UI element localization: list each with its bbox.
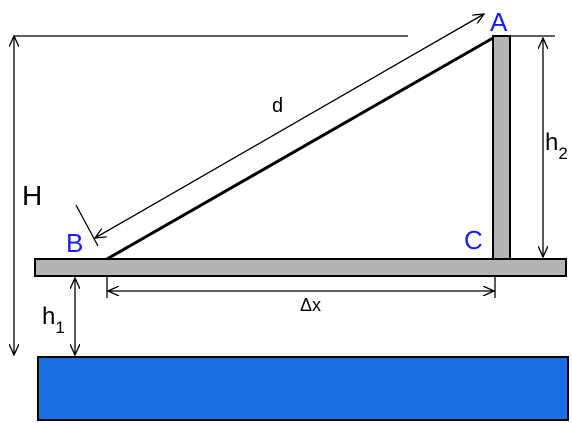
label-big-h: H xyxy=(22,180,42,211)
label-h1-subscript: 1 xyxy=(55,318,64,337)
horizontal-platform xyxy=(34,258,567,277)
water-body xyxy=(37,356,569,421)
label-h1-base: h xyxy=(42,303,55,330)
ramp-line xyxy=(106,36,494,261)
d-extension-b xyxy=(75,204,99,247)
label-h1: h1 xyxy=(42,303,65,337)
label-h2-subscript: 2 xyxy=(558,144,567,163)
label-delta-x: Δx xyxy=(300,295,321,315)
point-label-b: B xyxy=(66,228,83,258)
label-h2: h2 xyxy=(545,129,568,163)
d-arrow xyxy=(95,14,484,238)
point-label-a: A xyxy=(490,7,508,37)
vertical-post xyxy=(492,35,511,260)
label-d: d xyxy=(272,95,283,117)
point-label-c: C xyxy=(464,225,483,255)
label-h2-base: h xyxy=(545,129,558,156)
